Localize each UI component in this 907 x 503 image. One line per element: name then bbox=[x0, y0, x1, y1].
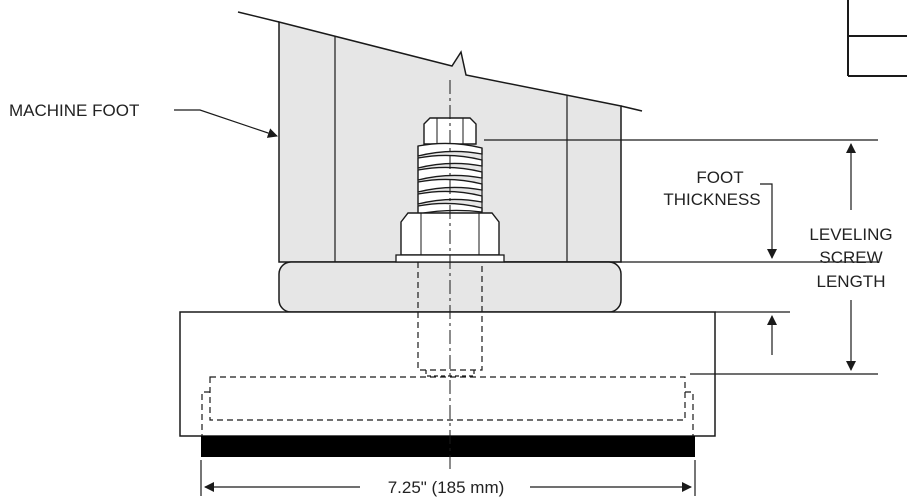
dimension-lines bbox=[174, 109, 878, 496]
foot-top-slope-line bbox=[237, 11, 280, 23]
rubber-pad bbox=[201, 436, 695, 457]
leveling-screw bbox=[395, 80, 505, 470]
title-block-fragment bbox=[847, 0, 907, 77]
machine-foot-label: MACHINE FOOT bbox=[9, 101, 139, 120]
foot-thickness-label-line2: THICKNESS bbox=[663, 190, 760, 209]
width-dimension-label: 7.25" (185 mm) bbox=[388, 478, 505, 497]
mount-hidden-step-left bbox=[201, 391, 210, 436]
leveling-screw-label-line2: SCREW bbox=[819, 248, 882, 267]
machine-foot-leader bbox=[174, 109, 278, 138]
mount-hidden-step-right bbox=[685, 391, 694, 436]
foot-top-slope-line-right bbox=[620, 105, 643, 112]
mount-base bbox=[179, 311, 716, 457]
leveling-screw-label-line3: LENGTH bbox=[817, 272, 886, 291]
mount-body bbox=[179, 311, 716, 437]
foot-thickness-label-line1: FOOT bbox=[696, 168, 743, 187]
leveling-screw-label-line1: LEVELING bbox=[809, 225, 892, 244]
foot-thickness-bracket bbox=[760, 183, 777, 259]
screw-hidden-shank bbox=[417, 262, 483, 371]
